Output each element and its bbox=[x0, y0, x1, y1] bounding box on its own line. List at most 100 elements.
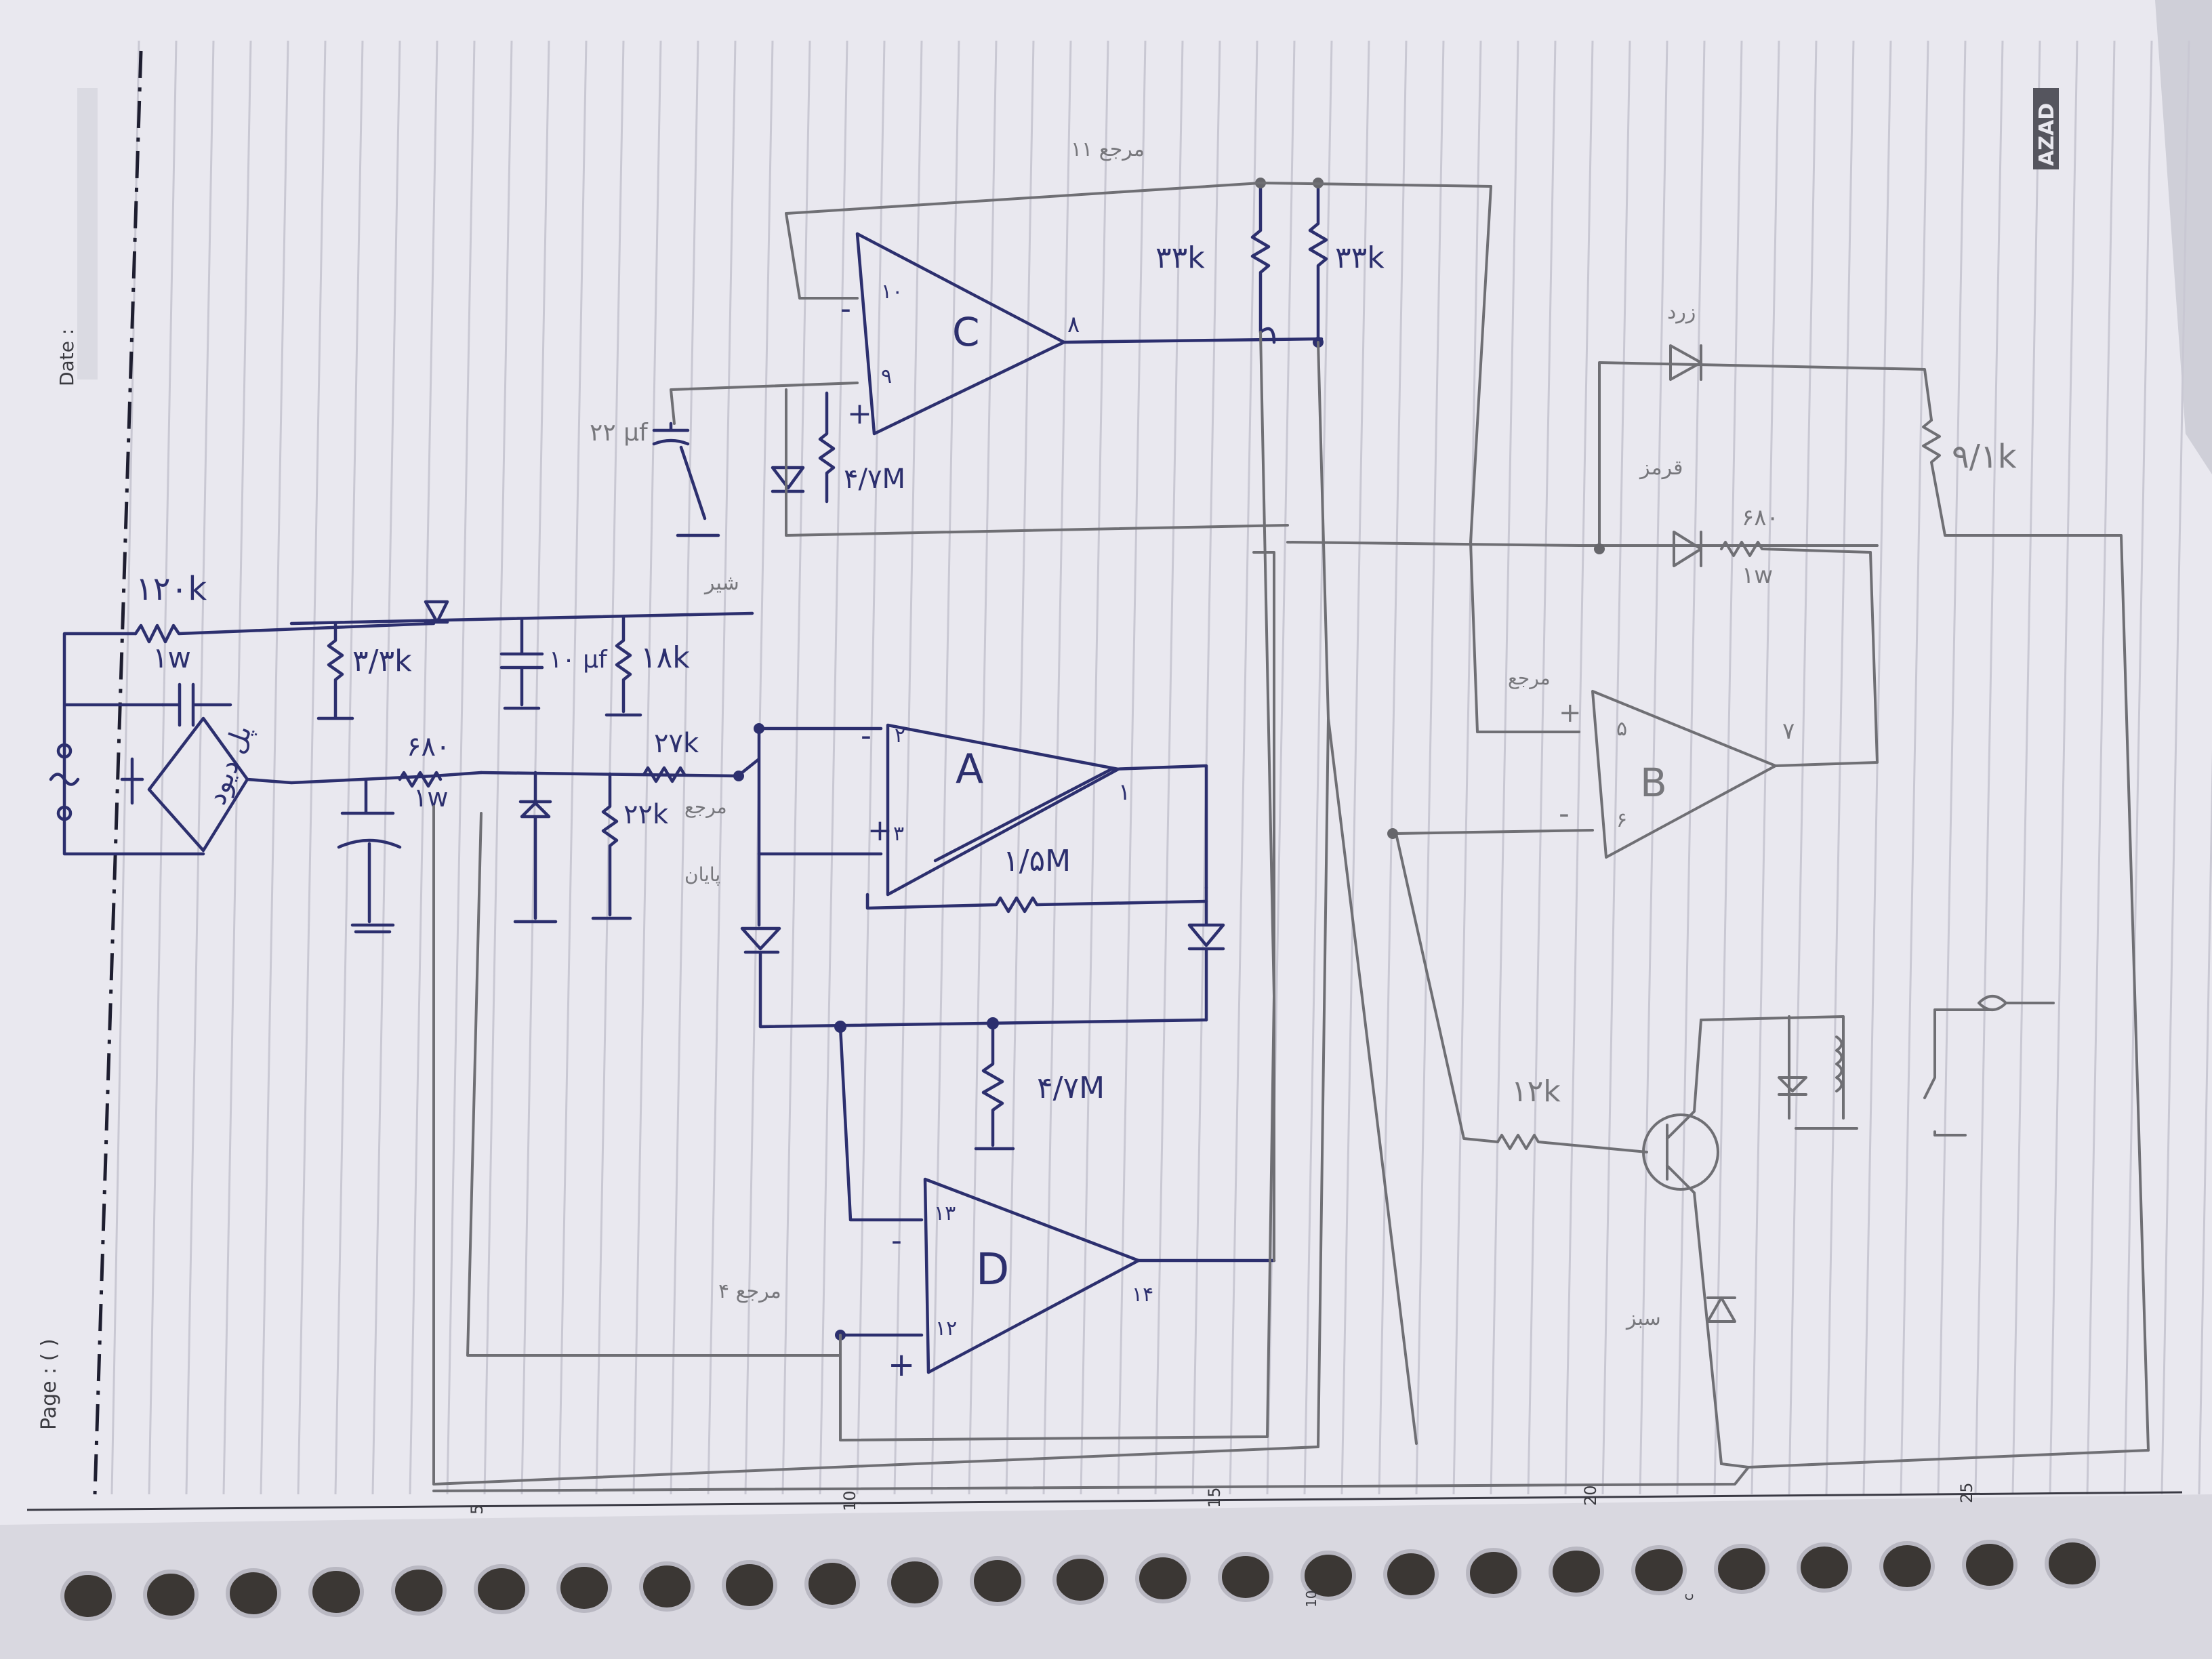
ruled-line bbox=[1527, 40, 1557, 1495]
ruled-line bbox=[1340, 40, 1370, 1495]
opamp-a-name: A bbox=[956, 745, 983, 793]
opamp-b-pin-plus: ۵ bbox=[1616, 717, 1627, 741]
resistor-22k-label: ۲۲k bbox=[623, 799, 669, 830]
resistor-9-1k-label: ۹/۱k bbox=[1952, 438, 2017, 476]
binding-hole bbox=[722, 1560, 777, 1610]
binding-hole bbox=[2045, 1538, 2100, 1589]
note-mid: شیر bbox=[703, 571, 739, 595]
led-green bbox=[1706, 1296, 1736, 1323]
ruled-line bbox=[707, 40, 737, 1495]
ruled-line bbox=[1042, 40, 1072, 1495]
ruled-line bbox=[260, 40, 289, 1495]
note-pin: پایان bbox=[684, 863, 720, 886]
binding-hole bbox=[60, 1571, 116, 1621]
opamp-d-minus-sign: - bbox=[891, 1223, 902, 1258]
binding-holes bbox=[60, 1538, 2100, 1621]
opamp-d-name: D bbox=[976, 1245, 1009, 1295]
ruler-tick-20: 20 bbox=[1581, 1485, 1600, 1506]
opamp-a-pin-out: ۱ bbox=[1118, 779, 1130, 806]
binding-hole bbox=[1135, 1553, 1191, 1603]
binding-hole bbox=[1631, 1545, 1687, 1595]
flyback-diode bbox=[1778, 1076, 1807, 1096]
relay-coil bbox=[1835, 1036, 1843, 1092]
ruled-line bbox=[856, 40, 886, 1495]
binding-hole bbox=[474, 1564, 529, 1614]
schematic: ۱۲۰k ۱w پل دیود ۶۸۰ ۱w ۳/۳k ۱۰ µf ۱۸k شی… bbox=[49, 138, 2150, 1492]
opamp-c-plus-sign: + bbox=[847, 396, 872, 431]
binding-mark-c: c bbox=[1680, 1593, 1696, 1601]
opamp-a-minus-sign: - bbox=[861, 718, 872, 753]
ruled-line bbox=[1639, 40, 1668, 1495]
resistor-680-power-label: ۱w bbox=[413, 783, 449, 813]
feedback-resistor-1-5m bbox=[865, 893, 1208, 914]
ruled-line bbox=[2198, 749, 2212, 1495]
resistor-680 bbox=[398, 771, 443, 788]
opamp-b: B + - ۵ ۶ ۷ مرجع bbox=[1387, 551, 1879, 1143]
resistor-4-7m-top bbox=[818, 391, 836, 504]
ruled-line bbox=[1825, 40, 1855, 1495]
ruled-line bbox=[1974, 40, 2004, 1495]
opamp-b-pin-out: ۷ bbox=[1782, 718, 1795, 745]
relay-contact bbox=[1923, 995, 2055, 1136]
ruled-line bbox=[1080, 40, 1109, 1495]
ruled-line bbox=[185, 40, 215, 1495]
note-ref-d: مرجع ۴ bbox=[718, 1279, 781, 1303]
opamp-b-name: B bbox=[1640, 760, 1667, 806]
resistor-4-7m-top-label: ۴/۷M bbox=[844, 464, 905, 495]
ruled-line bbox=[595, 40, 625, 1495]
window-diodes: ۴/۷M bbox=[740, 852, 1225, 1222]
ruled-line bbox=[2011, 40, 2041, 1495]
ruled-line bbox=[1415, 40, 1445, 1495]
binding-hole bbox=[1383, 1549, 1439, 1599]
opamp-a-plus-sign: + bbox=[867, 813, 893, 848]
resistor-3k3-label: ۳/۳k bbox=[352, 644, 412, 678]
opamp-d: D - + ۱۳ ۱۲ ۱۴ مرجع ۴ bbox=[718, 1177, 1276, 1384]
binding-hole bbox=[1052, 1555, 1108, 1605]
binding-hole bbox=[1466, 1548, 1521, 1598]
ruled-line bbox=[893, 40, 923, 1495]
feedback-resistor-label: ۱/۵M bbox=[1003, 844, 1071, 878]
resistor-33k-b bbox=[1308, 181, 1328, 344]
ruled-line bbox=[1676, 40, 1706, 1495]
reference-rail: ۳/۳k ۱۰ µf ۱۸k شیر bbox=[289, 571, 754, 720]
diode-c bbox=[771, 466, 805, 493]
pencil-wiring bbox=[432, 182, 1879, 1486]
resistor-33k-a-label: ۳۳k bbox=[1155, 241, 1205, 275]
led-green-label: سبز bbox=[1625, 1307, 1661, 1330]
diode-left bbox=[740, 926, 1208, 1029]
capacitor-10uf-label: ۱۰ µf bbox=[549, 646, 608, 674]
power-input: ۱۲۰k ۱w پل دیود ۶۸۰ ۱w bbox=[49, 570, 483, 934]
input-ladder: ۲۲k ۲۷k مرجع پایان bbox=[479, 728, 741, 924]
ruled-line bbox=[558, 40, 588, 1495]
ruled-line bbox=[968, 40, 998, 1495]
binding-hole bbox=[1879, 1541, 1935, 1591]
binding-hole bbox=[970, 1556, 1025, 1606]
ruled-line bbox=[1713, 40, 1743, 1495]
capacitor-22uf-label: ۲۲ µf bbox=[590, 419, 649, 447]
resistor-27k bbox=[642, 766, 687, 783]
table-edge bbox=[2155, 0, 2212, 474]
ruled-line bbox=[1862, 40, 1892, 1495]
capacitor-10uf bbox=[499, 618, 544, 710]
led-yellow-label: زرد bbox=[1667, 300, 1696, 324]
led-red bbox=[1673, 531, 1702, 567]
ruled-line bbox=[1229, 40, 1258, 1495]
ruled-line bbox=[1900, 40, 1929, 1495]
ruled-line bbox=[1564, 40, 1594, 1495]
ruled-line bbox=[1490, 40, 1519, 1495]
zener-ladder bbox=[513, 771, 558, 924]
binding-hole bbox=[391, 1565, 447, 1616]
input-resistor-power-label: ۱w bbox=[152, 641, 191, 674]
filter-capacitor bbox=[337, 777, 402, 934]
ruler-tick-15: 15 bbox=[1205, 1487, 1224, 1508]
ruled-line bbox=[148, 40, 178, 1495]
resistor-12k-label: ۱۲k bbox=[1511, 1074, 1561, 1109]
input-capacitor bbox=[161, 682, 232, 727]
binding-hole bbox=[1300, 1551, 1356, 1601]
brand-box bbox=[2033, 88, 2059, 169]
binding-hole bbox=[887, 1557, 943, 1607]
resistor-3k3 bbox=[316, 621, 354, 720]
ruled-line bbox=[1266, 40, 1296, 1495]
ac-source-symbol bbox=[49, 773, 80, 786]
ruled-line bbox=[1005, 40, 1035, 1495]
